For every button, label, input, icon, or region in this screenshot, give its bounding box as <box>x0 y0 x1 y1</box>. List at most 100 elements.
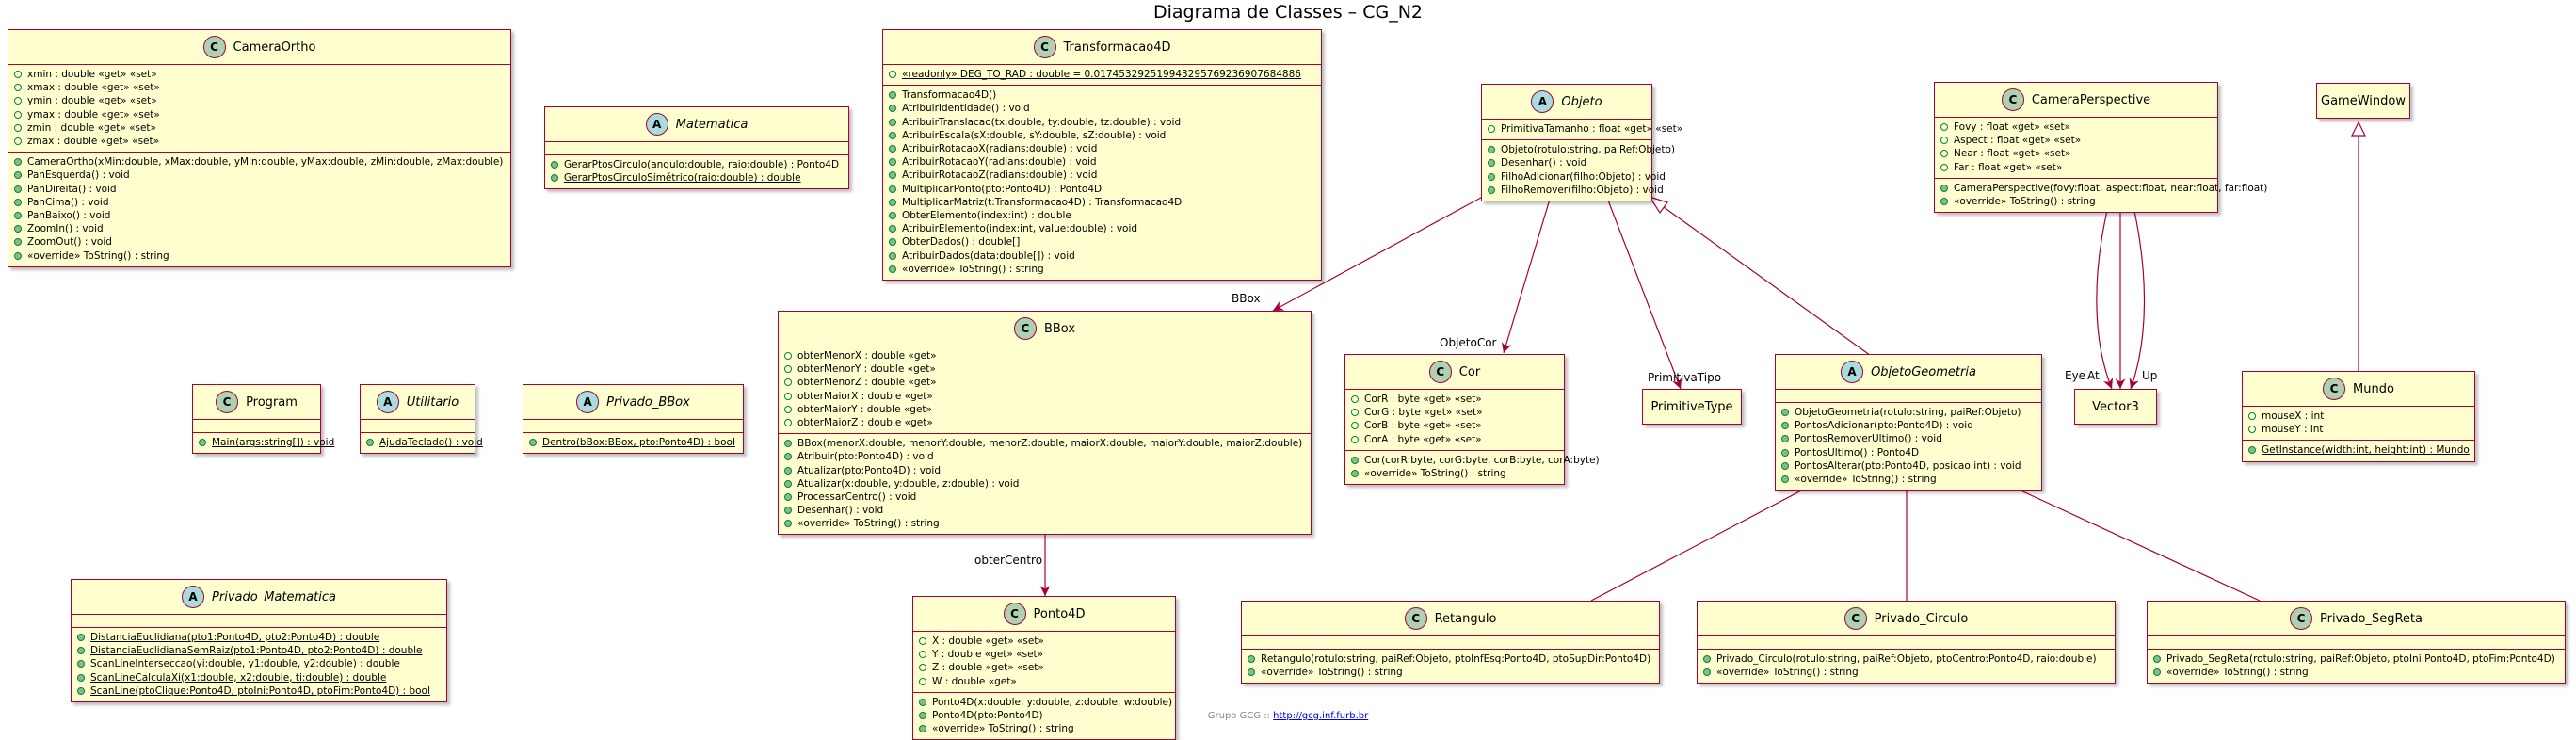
member-text: Aspect : float «get» «set» <box>1954 135 2082 147</box>
member-text: FilhoRemover(filho:Objeto) : void <box>1501 184 1664 196</box>
class-field: Aspect : float «get» «set» <box>1940 134 2212 147</box>
class-method: «override» ToString() : string <box>2153 666 2559 679</box>
member-text: «override» ToString() : string <box>1954 196 2096 208</box>
class-name: Objeto <box>1561 94 1602 109</box>
class-field: ymin : double «get» «set» <box>14 94 505 107</box>
class-field: ymax : double «get» «set» <box>14 108 505 121</box>
class-field: zmin : double «get» «set» <box>14 121 505 135</box>
class-icon: C <box>2290 607 2313 630</box>
member-text: CorB : byte «get» «set» <box>1364 420 1482 432</box>
member-text: mouseY : int <box>2262 424 2324 436</box>
fields-section: «readonly» DEG_TO_RAD : double = 0.01745… <box>883 64 1321 85</box>
class-method: Retangulo(rotulo:string, paiRef:Objeto, … <box>1248 652 1653 666</box>
member-text: PanEsquerda() : void <box>27 169 130 182</box>
class-primitivetype[interactable]: PrimitiveType <box>1642 389 1742 425</box>
class-method: Objeto(rotulo:string, paiRef:Objeto) <box>1488 143 1675 156</box>
visibility-public-icon <box>14 97 22 105</box>
class-method: PontosAdicionar(pto:Ponto4D) : void <box>1781 419 2036 432</box>
visibility-public-icon <box>14 137 22 146</box>
member-text: ScanLineInterseccao(yi:double, y1:double… <box>90 658 400 670</box>
member-text: ObterElemento(index:int) : double <box>902 209 1071 221</box>
class-icon: C <box>1428 361 1452 383</box>
fields-section <box>1698 635 2115 649</box>
visibility-public-icon <box>2248 426 2256 434</box>
footer-link[interactable]: http://gcg.inf.furb.br <box>1273 711 1369 721</box>
member-text: Main(args:string[]) : void <box>212 437 335 449</box>
class-vector3[interactable]: Vector3 <box>2074 389 2157 425</box>
assoc-camera-up <box>2129 201 2146 390</box>
visibility-public-icon <box>919 677 926 685</box>
class-transformacao4d[interactable]: C Transformacao4D «readonly» DEG_TO_RAD : … <box>882 29 1322 281</box>
methods-section: Cor(corR:byte, corG:byte, corB:byte, cor… <box>1345 449 1600 484</box>
visibility-public-icon <box>784 378 792 387</box>
gen-objetogeometria-objeto <box>1656 201 1875 359</box>
gen-head-gamewindow <box>2351 121 2366 137</box>
class-method: GetInstance(width:int, height:int) : Mun… <box>2248 443 2470 457</box>
visibility-public-icon <box>784 419 792 427</box>
member-text: obterMenorY : double «get» <box>797 363 936 376</box>
class-icon: C <box>2323 378 2346 400</box>
visibility-public-icon <box>889 145 896 153</box>
member-text: MultiplicarMatriz(t:Transformacao4D) : T… <box>902 196 1183 208</box>
class-header: GameWindow <box>2317 84 2409 118</box>
member-text: obterMenorZ : double «get» <box>797 377 937 389</box>
class-gamewindow[interactable]: GameWindow <box>2316 83 2410 119</box>
class-field: obterMenorY : double «get» <box>784 362 1305 376</box>
visibility-public-icon <box>784 352 792 361</box>
member-text: «readonly» DEG_TO_RAD : double = 0.01745… <box>902 69 1301 81</box>
visibility-public-icon <box>919 712 926 720</box>
class-field: CorB : byte «get» «set» <box>1351 419 1558 432</box>
visibility-public-icon <box>889 211 896 219</box>
class-icon: C <box>1033 36 1056 58</box>
class-field: obterMaiorY : double «get» <box>784 403 1305 416</box>
member-text: AtribuirTranslacao(tx:double, ty:double,… <box>902 116 1182 128</box>
visibility-public-icon <box>1488 146 1495 154</box>
methods-section: Retangulo(rotulo:string, paiRef:Objeto, … <box>1242 649 1659 683</box>
visibility-public-icon <box>919 637 926 646</box>
methods-section: Ponto4D(x:double, y:double, z:double, w:… <box>913 691 1175 740</box>
methods-section: DistanciaEuclidiana(pto1:Ponto4D, pto2:P… <box>72 627 446 701</box>
visibility-public-icon <box>551 174 558 183</box>
visibility-public-icon <box>14 71 22 79</box>
visibility-public-icon <box>1488 185 1495 194</box>
visibility-public-icon <box>77 634 85 642</box>
member-text: CorG : byte «get» «set» <box>1364 407 1483 419</box>
fields-section <box>1776 389 2041 402</box>
member-text: zmin : double «get» «set» <box>27 121 156 134</box>
visibility-public-icon <box>1940 184 1948 192</box>
fields-section <box>545 141 848 154</box>
member-text: MultiplicarPonto(pto:Ponto4D) : Ponto4D <box>902 183 1103 195</box>
fields-section <box>193 419 320 432</box>
class-field: Z : double «get» «set» <box>919 661 1169 674</box>
class-name: Transformacao4D <box>1063 40 1171 55</box>
member-text: Atualizar(x:double, y:double, z:double) … <box>797 477 1020 490</box>
visibility-public-icon <box>77 686 85 695</box>
class-method: Transformacao4D() <box>889 88 1315 102</box>
member-text: Desenhar() : void <box>1501 157 1587 169</box>
member-text: GerarPtosCirculoSimétrico(raio:double) :… <box>564 172 801 185</box>
class-header: Vector3 <box>2075 390 2156 424</box>
class-header: C Transformacao4D <box>883 30 1321 64</box>
